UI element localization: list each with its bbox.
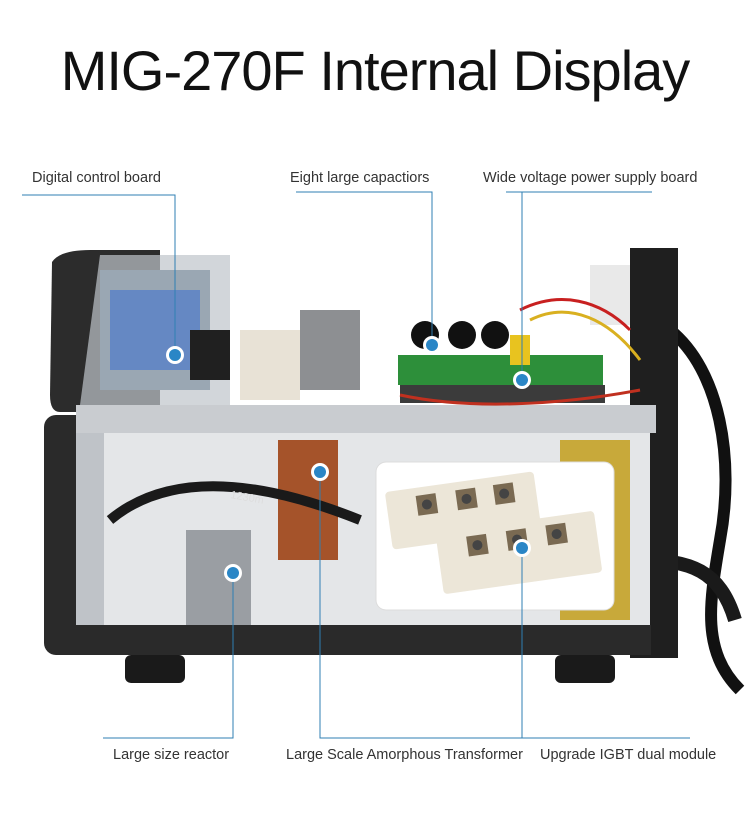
callout-dot-igbt xyxy=(513,539,531,557)
callout-dot-power-board xyxy=(513,371,531,389)
label-large-scale-amorphous-transformer: Large Scale Amorphous Transformer xyxy=(286,747,523,763)
upper-compartment xyxy=(100,265,642,406)
page-title: MIG-270F Internal Display xyxy=(60,39,691,102)
cable-marking: 1230m xyxy=(229,489,264,507)
callout-lines xyxy=(22,191,690,739)
callout-dot-reactor xyxy=(224,564,242,582)
label-digital-control-board: Digital control board xyxy=(32,170,161,186)
igbt-module-inset xyxy=(375,461,615,611)
callout-dots xyxy=(166,336,531,582)
callout-dot-control-board xyxy=(166,346,184,364)
callout-dot-capacitors xyxy=(423,336,441,354)
callout-dot-transformer xyxy=(311,463,329,481)
label-large-size-reactor: Large size reactor xyxy=(113,747,230,763)
label-eight-large-capacitors: Eight large capactiors xyxy=(290,170,430,186)
label-upgrade-igbt-dual-module: Upgrade IGBT dual module xyxy=(540,747,717,763)
label-wide-voltage-power-supply-board: Wide voltage power supply board xyxy=(483,170,698,186)
